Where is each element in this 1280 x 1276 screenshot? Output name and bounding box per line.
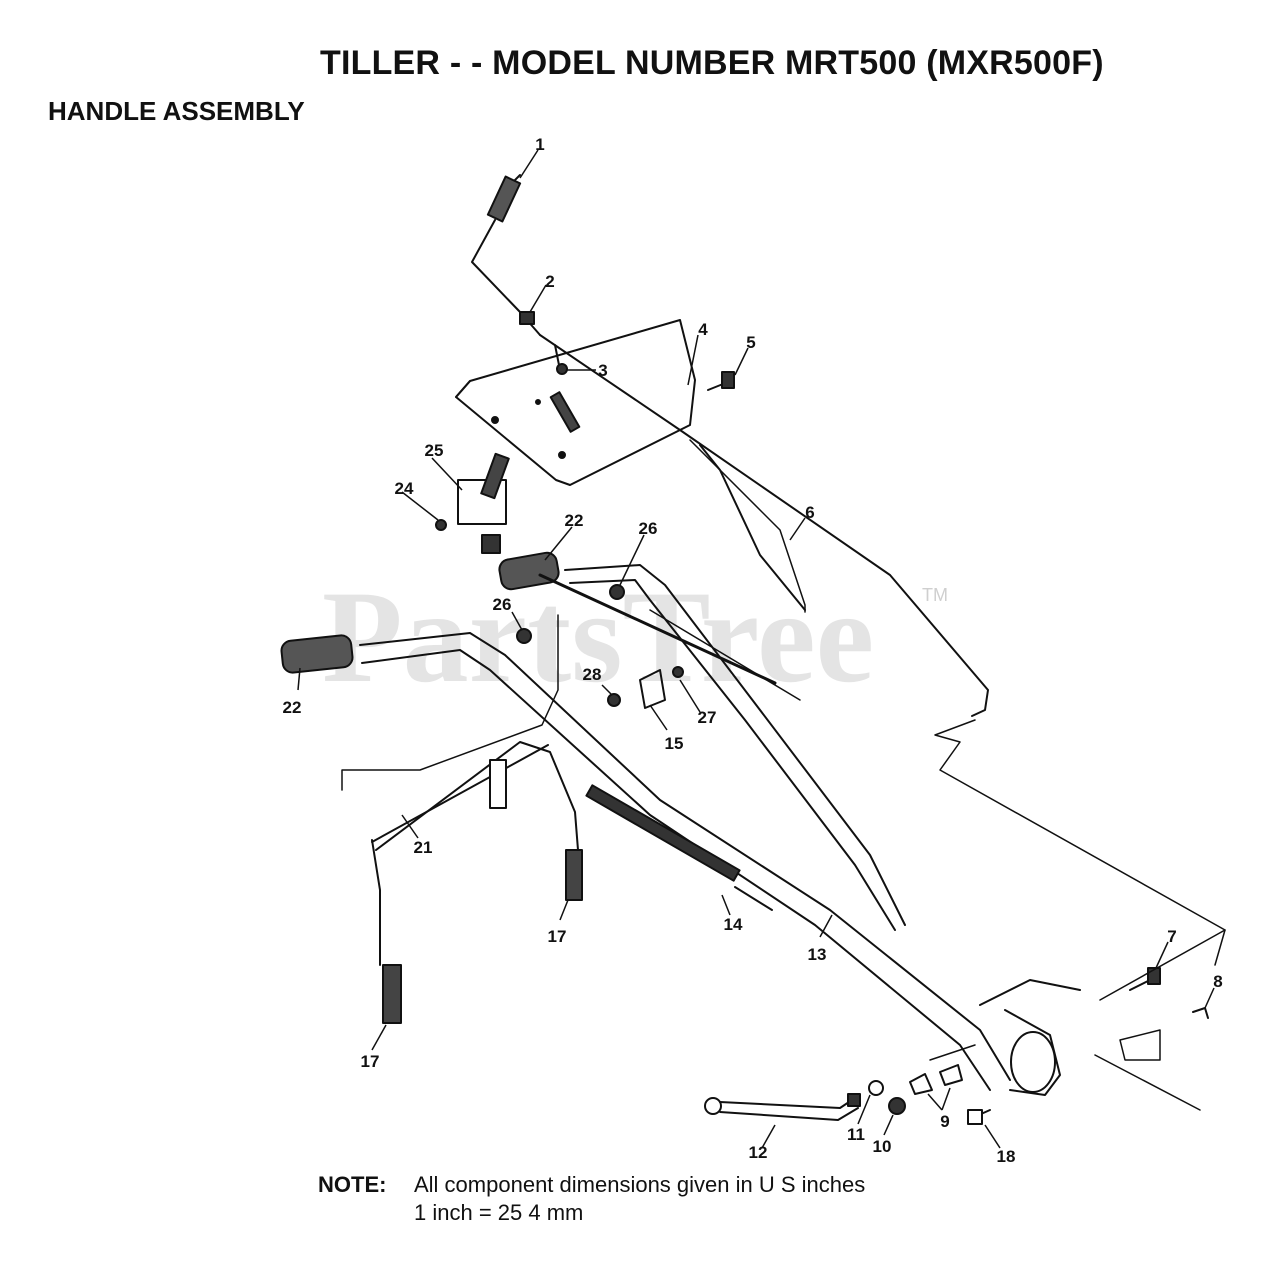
callout-12: 12: [749, 1143, 768, 1162]
part-bracket-25: [435, 452, 510, 554]
part-spring-14: [585, 784, 773, 911]
callout-28: 28: [583, 665, 602, 684]
part-nut-2: [519, 311, 535, 325]
dimensions-note: NOTE: All component dimensions given in U…: [318, 1172, 866, 1225]
part-spring-17-upper: [565, 849, 583, 901]
part-bracket-15: [607, 666, 684, 709]
callout-21: 21: [414, 838, 433, 857]
part-handle-bracket: [979, 979, 1081, 1096]
part-grip-lower: [280, 634, 354, 674]
part-bolt-7: [1129, 967, 1161, 991]
part-bolt-5: [707, 371, 735, 391]
note-label: NOTE:: [318, 1172, 387, 1197]
part-housing-dashed: [1094, 929, 1226, 1111]
callout-17-upper: 17: [548, 927, 567, 946]
callout-9: 9: [940, 1112, 949, 1131]
callout-8: 8: [1213, 972, 1222, 991]
diagram-breakaway-lines: [341, 439, 1226, 966]
callout-6: 6: [805, 503, 814, 522]
callout-10: 10: [873, 1137, 892, 1156]
callout-27: 27: [698, 708, 717, 727]
part-nut-10: [888, 1097, 906, 1115]
diagram-title: TILLER - - MODEL NUMBER MRT500 (MXR500F): [320, 44, 1104, 82]
callout-15: 15: [665, 734, 684, 753]
callout-25: 25: [425, 441, 444, 460]
callout-22-upper: 22: [565, 511, 584, 530]
part-drive-lever: [371, 741, 579, 966]
part-handle-lower: [359, 632, 1011, 1091]
part-clip-9: [909, 1073, 933, 1095]
part-spring-17-lower: [382, 964, 402, 1024]
callout-5: 5: [746, 333, 755, 352]
callout-26-upper: 26: [639, 519, 658, 538]
callout-7: 7: [1167, 927, 1176, 946]
callout-26-lower: 26: [493, 595, 512, 614]
note-line-1: All component dimensions given in U S in…: [414, 1172, 866, 1197]
part-grip-upper: [498, 551, 560, 591]
section-title: HANDLE ASSEMBLY: [48, 96, 305, 126]
callout-24: 24: [395, 479, 414, 498]
callout-13: 13: [808, 945, 827, 964]
callout-4: 4: [698, 320, 708, 339]
callout-2: 2: [545, 272, 554, 291]
part-control-panel: [455, 319, 696, 486]
note-line-2: 1 inch = 25 4 mm: [414, 1200, 584, 1225]
callout-1: 1: [535, 135, 544, 154]
part-pin-8: [1192, 1007, 1209, 1019]
watermark-logo: PartsTree: [322, 563, 875, 710]
watermark-trademark: TM: [922, 585, 948, 605]
callout-14: 14: [724, 915, 743, 934]
callout-17-lower: 17: [361, 1052, 380, 1071]
callout-3: 3: [598, 361, 607, 380]
part-handle-upper: [564, 564, 906, 931]
callout-18: 18: [997, 1147, 1016, 1166]
part-shift-lever: [704, 1093, 861, 1121]
part-cable-6: [539, 334, 989, 717]
callout-11: 11: [847, 1125, 865, 1144]
part-washer-11: [868, 1080, 884, 1096]
callout-22-lower: 22: [283, 698, 302, 717]
